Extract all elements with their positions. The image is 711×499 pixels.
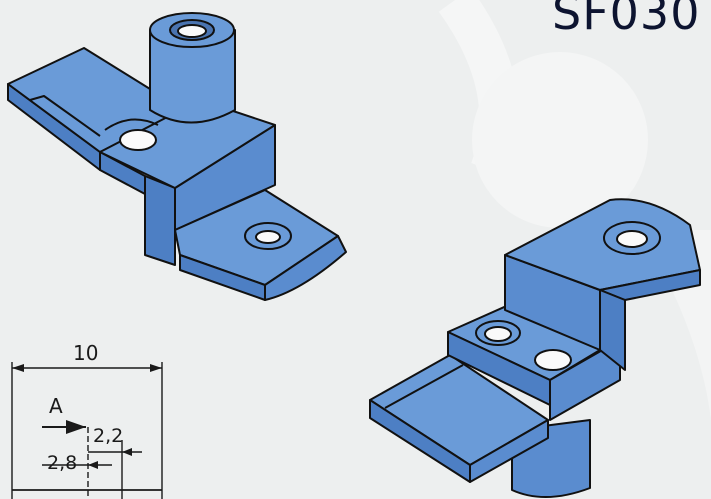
right-part-view (369, 198, 701, 498)
dimension-2-8-label: 2,8 (47, 452, 78, 474)
dimension-2-2-label: 2,2 (93, 425, 124, 447)
left-part-view (7, 12, 347, 301)
view-label-a: A (49, 394, 63, 418)
dimension-overall-label: 10 (73, 341, 99, 365)
dimension-drawing (11, 362, 163, 499)
product-code-title: SF030 (552, 0, 701, 40)
